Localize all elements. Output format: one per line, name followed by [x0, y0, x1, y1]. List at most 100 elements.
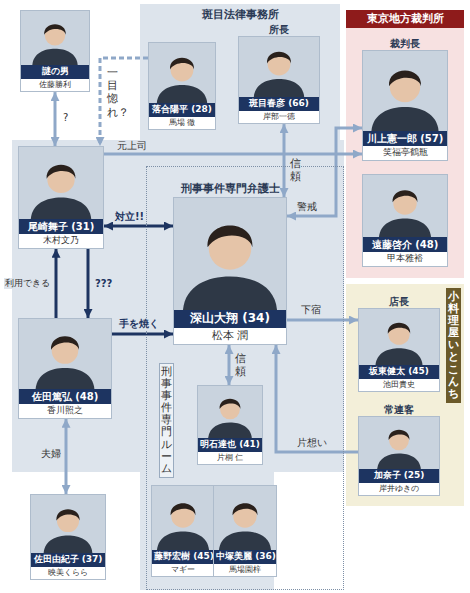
name-plate: 佐田由紀子 (37)	[31, 553, 105, 567]
portrait-shape	[219, 531, 271, 550]
portrait-photo	[239, 37, 319, 97]
office-ground	[140, 4, 340, 140]
portrait-shape	[57, 510, 79, 532]
portrait-photo	[359, 417, 439, 469]
character-card: 店長坂東健太 (45)池田貴史	[358, 308, 440, 392]
actor-name: 松本 潤	[174, 328, 286, 344]
relation-label: 一目惚れ？	[107, 66, 118, 119]
portrait-shape	[393, 191, 417, 215]
relation-arrow	[228, 345, 231, 385]
portrait-shape	[389, 430, 410, 440]
character-card: 佐田由紀子 (37)映美くらら	[30, 494, 106, 580]
portrait-shape	[377, 453, 421, 469]
character-card: 佐田篤弘 (48)香川照之	[18, 318, 112, 419]
name-plate: 中塚美麗 (36)	[214, 550, 276, 564]
character-card: 落合陽平 (28)馬場 徹	[148, 42, 216, 130]
character-card: 尾崎舞子 (31)木村文乃	[18, 146, 104, 249]
portrait-photo	[149, 43, 215, 103]
portrait-photo	[214, 486, 276, 550]
group-panel: 東京地方裁判所裁判長川上憲一郎 (57)笑福亭鶴瓶遠藤啓介 (48)甲本雅裕	[346, 10, 464, 278]
character-card: 裁判長川上憲一郎 (57)笑福亭鶴瓶	[362, 50, 448, 161]
portrait-shape	[56, 509, 79, 520]
role-heading: 所長	[269, 23, 289, 36]
character-card: 藤野宏樹 (45)マギー	[151, 485, 215, 577]
relation-arrow	[276, 345, 358, 452]
portrait-shape	[254, 79, 304, 97]
relation-label: 下宿	[300, 304, 322, 316]
character-card: 所長斑目春彦 (66)岸部一徳	[238, 36, 320, 124]
name-plate: 尾崎舞子 (31)	[19, 219, 103, 234]
portrait-photo	[31, 495, 105, 553]
actor-name: 笑福亭鶴瓶	[363, 146, 447, 160]
portrait-shape	[157, 531, 209, 550]
portrait-shape	[157, 85, 207, 103]
portrait-photo	[174, 198, 286, 310]
name-plate: 落合陽平 (28)	[149, 103, 215, 117]
character-card: 遠藤啓介 (48)甲本雅裕	[362, 174, 448, 267]
actor-name: 岸井ゆきの	[359, 483, 439, 495]
court-ground	[346, 10, 464, 278]
role-heading: 常連客	[384, 403, 414, 416]
character-card: 明石達也 (41)片桐 仁	[197, 385, 263, 465]
relation-label: 夫婦	[40, 448, 62, 460]
character-card: 常連客加奈子 (25)岸井ゆきの	[358, 416, 440, 496]
portrait-shape	[388, 323, 410, 334]
actor-name: 香川照之	[19, 404, 111, 418]
portrait-shape	[220, 399, 241, 409]
actor-name: 映美くらら	[31, 567, 105, 579]
portrait-shape	[44, 24, 66, 35]
portrait-shape	[45, 25, 66, 46]
relation-label: 対立!!	[114, 211, 145, 223]
portrait-photo	[152, 486, 214, 550]
role-heading: 裁判長	[390, 37, 420, 50]
actor-name: 甲本雅裕	[363, 252, 447, 266]
name-plate: 川上憲一郎 (57)	[363, 131, 447, 146]
relation-arrow	[104, 225, 173, 228]
portrait-shape	[171, 59, 194, 82]
portrait-photo	[198, 386, 262, 438]
actor-name: マギー	[152, 564, 214, 576]
name-plate: 佐田篤弘 (48)	[19, 389, 111, 404]
relation-arrow	[54, 92, 57, 146]
portrait-shape	[233, 504, 257, 528]
relation-label: 片想い	[296, 437, 328, 449]
portrait-shape	[389, 71, 421, 87]
relation-arrow	[283, 124, 286, 197]
portrait-photo	[363, 51, 447, 131]
relation-arrow	[87, 249, 90, 318]
character-card: 刑事事件専門弁護士深山大翔 (34)松本 潤	[173, 197, 287, 345]
portrait-shape	[36, 368, 95, 389]
portrait-photo	[19, 319, 111, 389]
portrait-shape	[47, 165, 76, 179]
group-panel: 斑目法律事務所落合陽平 (28)馬場 徹所長斑目春彦 (66)岸部一徳	[140, 4, 340, 140]
name-plate: 斑目春彦 (66)	[239, 97, 319, 111]
relation-label: 信頼	[290, 157, 301, 183]
role-heading: 店長	[389, 295, 409, 308]
role-heading: 刑事事件専門弁護士	[181, 182, 280, 195]
relation-arrow	[112, 333, 173, 336]
name-plate: 遠藤啓介 (48)	[363, 237, 447, 252]
portrait-shape	[171, 504, 195, 528]
name-plate: 深山大翔 (34)	[174, 310, 286, 328]
portrait-shape	[375, 348, 422, 365]
portrait-shape	[393, 190, 418, 202]
portrait-shape	[208, 225, 253, 247]
relation-label: 警戒	[296, 201, 318, 213]
relation-label: ???	[94, 278, 113, 290]
portrait-shape	[267, 52, 291, 64]
group-heading: 東京地方裁判所	[346, 10, 464, 28]
relation-arrow	[100, 58, 148, 146]
portrait-shape	[388, 324, 409, 345]
relation-arrow	[55, 249, 58, 318]
actor-name: 馬場園梓	[214, 564, 276, 576]
character-card: 謎の男佐藤勝利	[20, 10, 90, 92]
group-heading: 小料理屋いとこんち	[446, 288, 461, 403]
office-ground	[12, 140, 344, 472]
actor-name: 佐藤勝利	[21, 79, 89, 91]
group-heading: 刑事事件専門ルーム	[159, 363, 174, 478]
character-card: 中塚美麗 (36)馬場園梓	[213, 485, 277, 577]
portrait-shape	[32, 49, 77, 65]
portrait-shape	[51, 336, 79, 350]
group-panel: 小料理屋いとこんち店長坂東健太 (45)池田貴史常連客加奈子 (25)岸井ゆきの	[346, 284, 464, 506]
